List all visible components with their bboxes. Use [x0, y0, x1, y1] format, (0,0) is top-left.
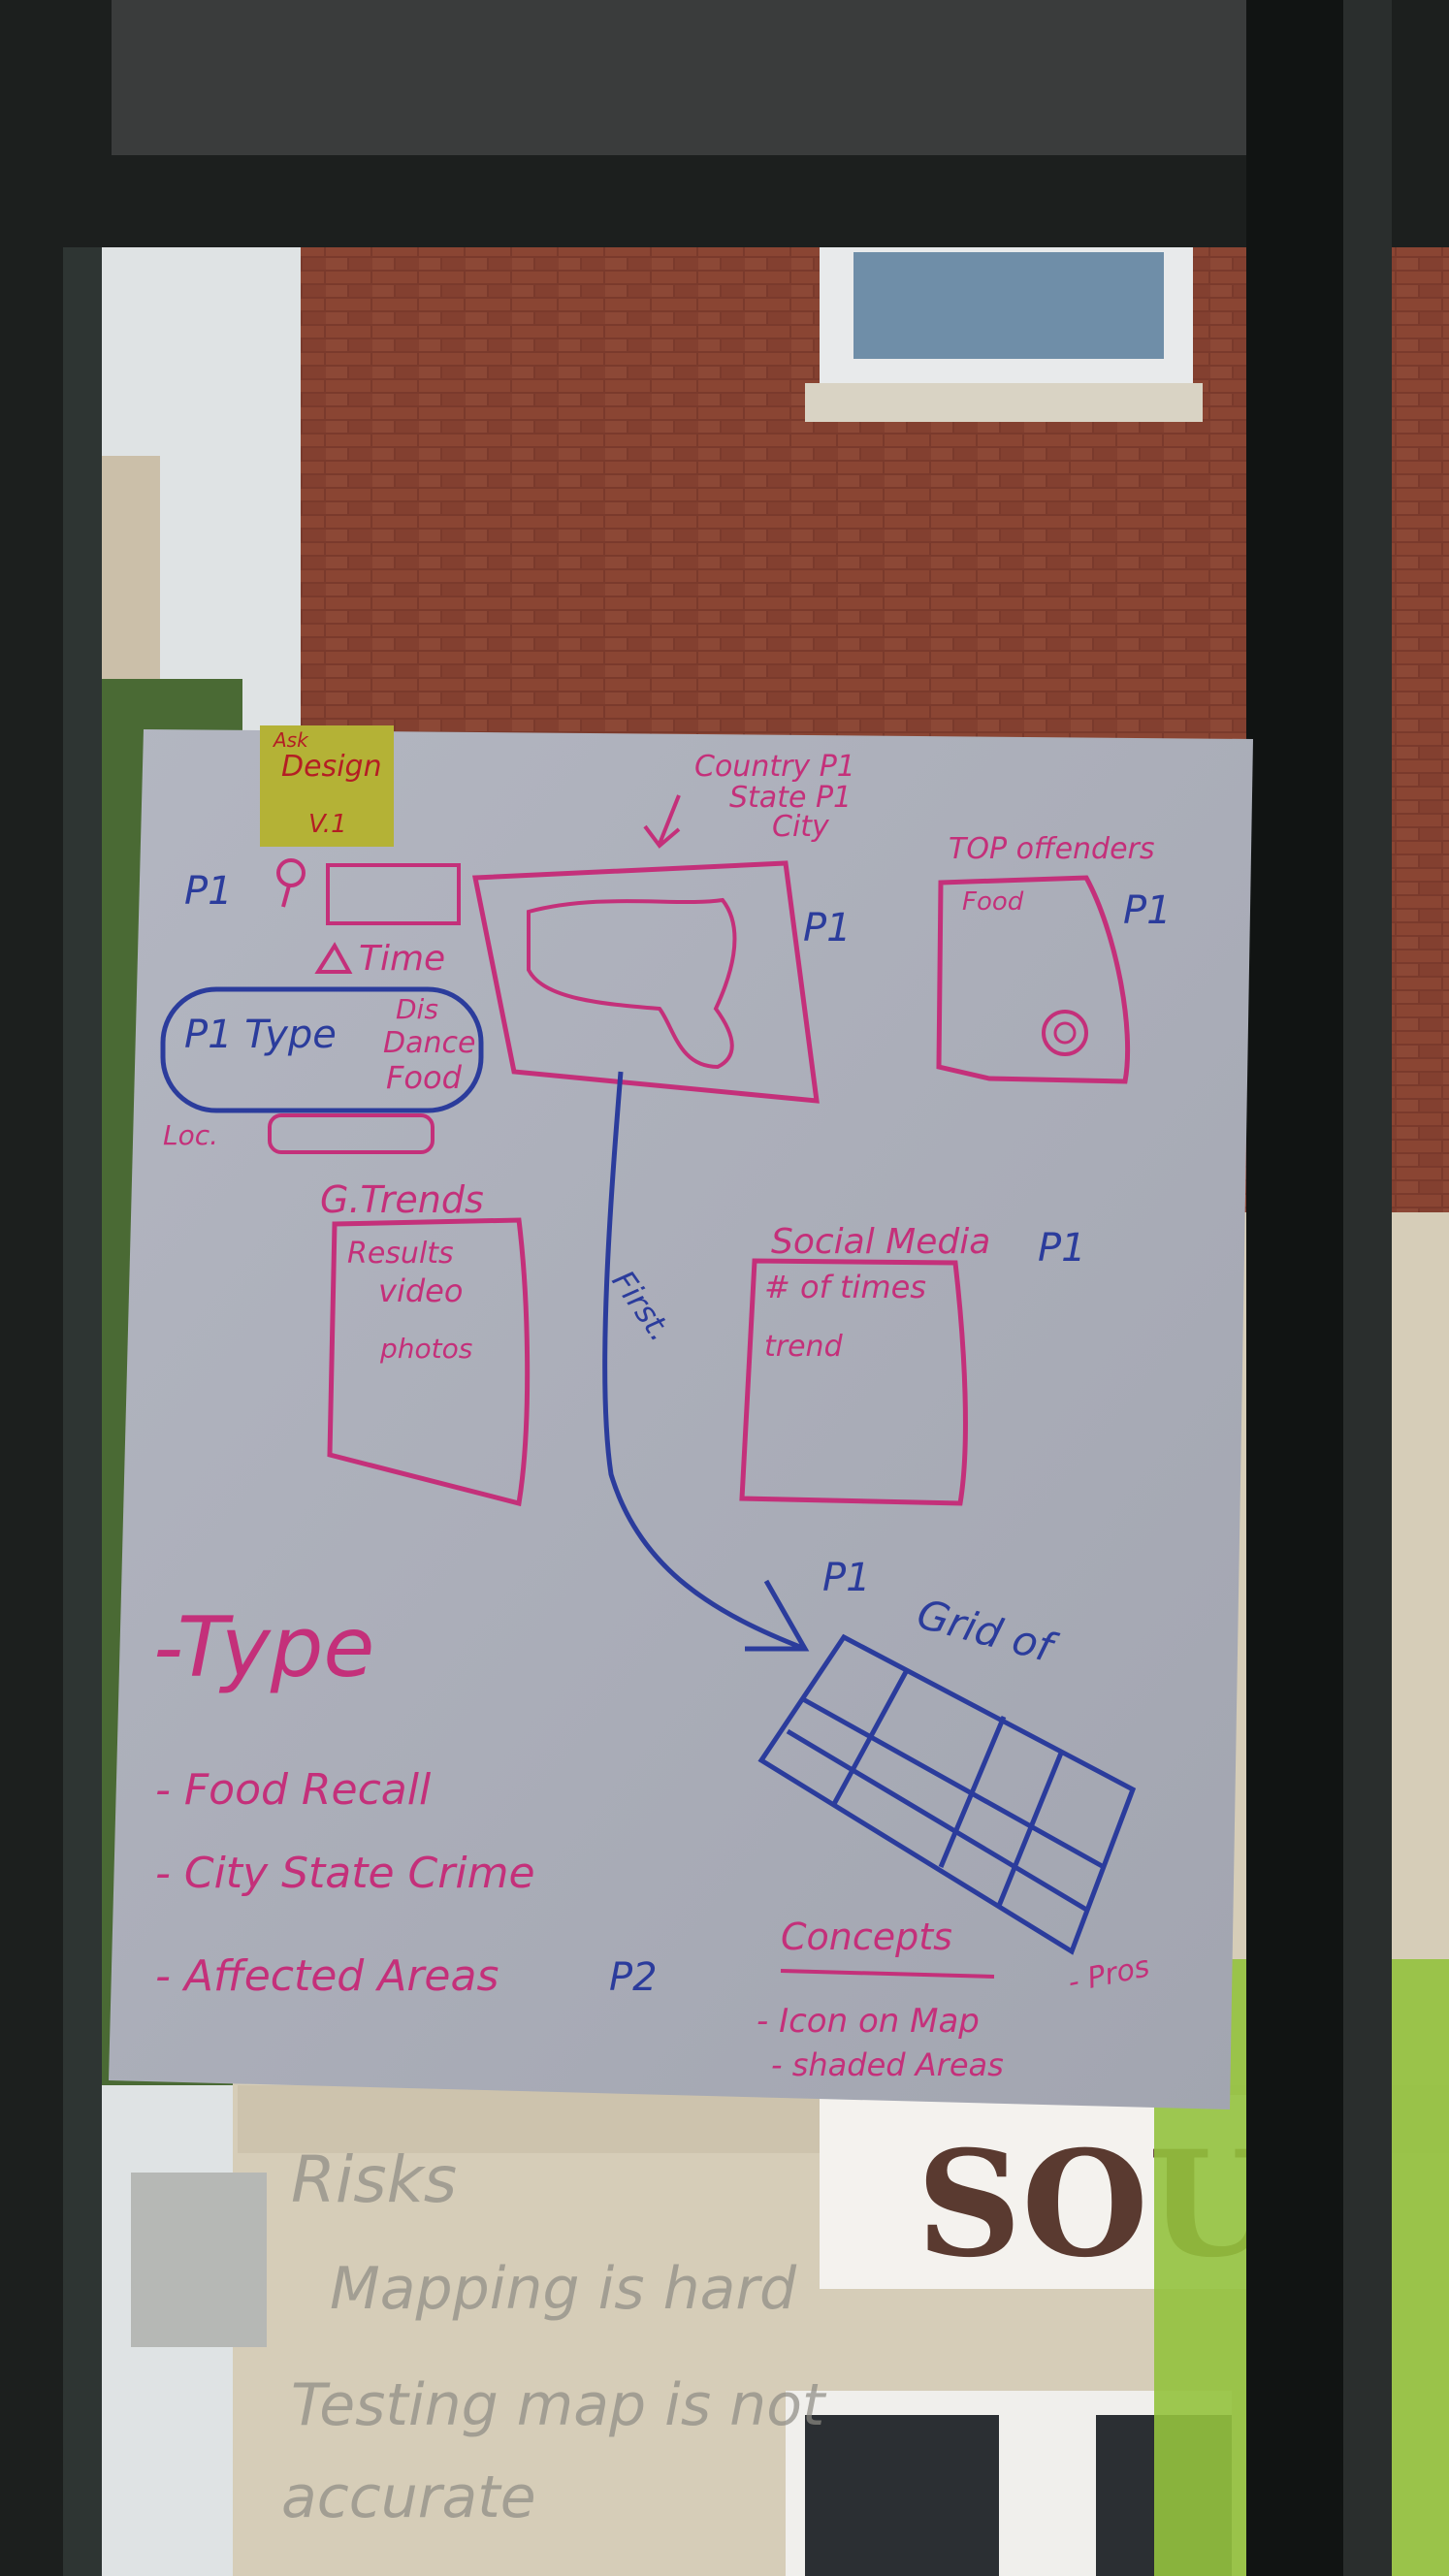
- parked-truck: [131, 2173, 267, 2347]
- gtrends-item-3: photos: [379, 1333, 472, 1365]
- map-priority: P1: [803, 906, 852, 950]
- window-frame-left: [0, 0, 63, 2576]
- type-option-1: Dis: [396, 993, 438, 1025]
- concepts-underline: [780, 1969, 995, 1979]
- location-pin-icon: [276, 858, 306, 887]
- whiteboard-line-1: Risks: [291, 2142, 457, 2217]
- type-selector-sketch: [160, 986, 484, 1113]
- concepts-title: Concepts: [781, 1916, 952, 1958]
- time-icon: [314, 942, 353, 974]
- type-list-item-1: - Food Recall: [155, 1765, 432, 1815]
- first-arrow: [602, 1071, 806, 1652]
- sticky-note-line2: Design: [281, 750, 382, 784]
- gtrends-item-1: Results: [347, 1237, 454, 1271]
- sticky-note-line3: V.1: [308, 810, 347, 839]
- social-media-priority: P1: [1038, 1226, 1086, 1271]
- p1-type-label: P1 Type: [184, 1013, 337, 1057]
- down-arrow: [643, 794, 681, 849]
- social-media-item-1: # of times: [764, 1269, 926, 1305]
- whiteboard-line-4: accurate: [281, 2463, 536, 2531]
- top-offenders-panel: [936, 875, 1131, 1084]
- window-frame-right: [1246, 0, 1343, 2576]
- type-option-2: Dance: [383, 1026, 475, 1060]
- map-scope-line2: State P1: [729, 781, 852, 815]
- type-list-item-3: - Affected Areas: [155, 1951, 499, 2001]
- top-offenders-title: TOP offenders: [949, 832, 1155, 866]
- type-list-item-2: - City State Crime: [155, 1849, 535, 1898]
- loc-label: Loc.: [163, 1119, 218, 1151]
- distant-building: [92, 456, 160, 708]
- upper-window-sill: [805, 383, 1203, 422]
- map-scope-line3: City: [772, 810, 830, 844]
- search-box-sketch: [326, 863, 461, 925]
- upper-window-glass: [853, 252, 1164, 359]
- window-shade: [112, 0, 1314, 155]
- sketch-paper: [109, 729, 1253, 2109]
- time-label: Time: [359, 939, 445, 979]
- concepts-item-1: - Icon on Map: [757, 2002, 980, 2041]
- target-icon-inner: [1053, 1021, 1077, 1045]
- gtrends-item-2: video: [378, 1272, 463, 1309]
- sticky-note-line1: Ask: [272, 728, 309, 752]
- window-frame-left-inner: [63, 247, 102, 2576]
- window-frame-right-edge: [1343, 0, 1392, 2576]
- map-scope-line1: Country P1: [694, 750, 855, 784]
- first-arrow-head: [745, 1579, 810, 1652]
- type-list-priority: P2: [609, 1955, 658, 2000]
- lower-window-pane-1: [805, 2415, 999, 2576]
- top-offenders-priority: P1: [1123, 888, 1172, 933]
- grid-sketch: [757, 1633, 1137, 1955]
- social-media-title: Social Media: [771, 1222, 990, 1262]
- gtrends-title: G.Trends: [320, 1178, 484, 1221]
- location-pin-stem: [281, 885, 291, 908]
- top-offenders-item: Food: [962, 887, 1024, 917]
- p1-search-label: P1: [184, 869, 233, 914]
- map-frame-sketch: [471, 860, 820, 1104]
- whiteboard-line-3: Testing map is not: [291, 2371, 827, 2439]
- loc-input-sketch: [268, 1113, 435, 1154]
- social-media-panel: [739, 1258, 968, 1506]
- target-icon: [1042, 1010, 1088, 1056]
- type-heading: -Type: [153, 1599, 374, 1696]
- whiteboard-line-2: Mapping is hard: [330, 2255, 797, 2323]
- us-map-outline: [527, 897, 737, 1070]
- sticky-note: [260, 725, 394, 847]
- grid-priority: P1: [822, 1556, 871, 1600]
- concepts-item-2: - shaded Areas: [771, 2046, 1004, 2083]
- type-option-3: Food: [386, 1059, 463, 1096]
- social-media-item-2: trend: [764, 1330, 844, 1364]
- gtrends-panel: [327, 1217, 531, 1507]
